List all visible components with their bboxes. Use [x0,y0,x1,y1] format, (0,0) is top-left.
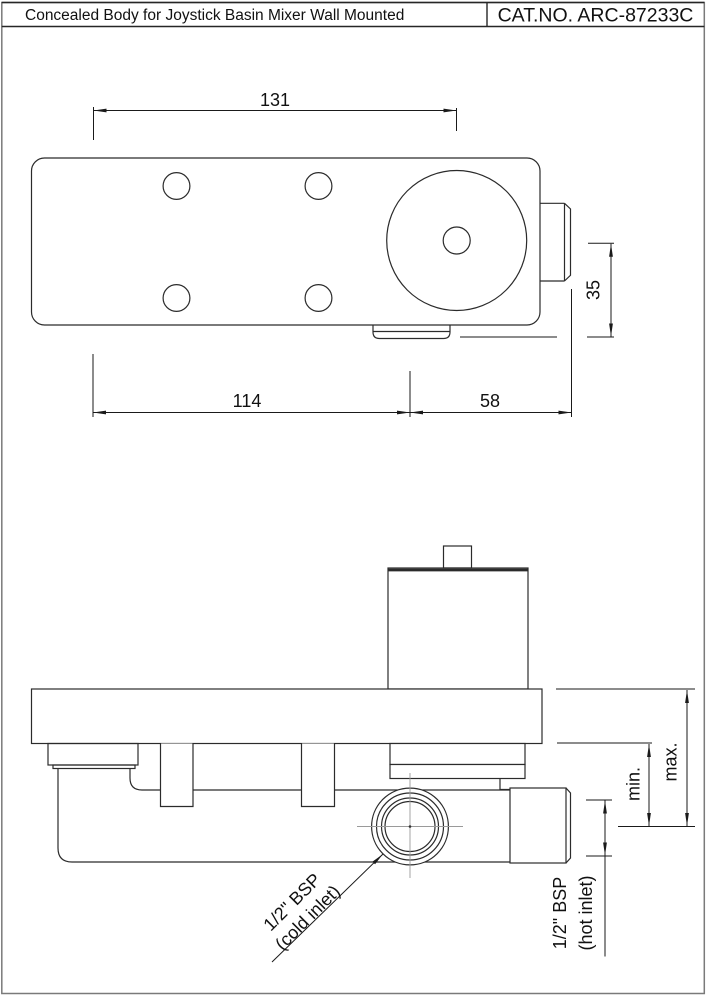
mounting-hole [304,284,333,313]
under-cartridge-band2 [389,763,526,780]
manifold-elbow [129,768,160,791]
manifold-left-bottom [57,768,510,863]
center-dot [408,825,412,828]
hot-inlet-boss [509,787,567,864]
cartridge-stem [442,545,473,569]
dim-text-max: max. [661,742,681,781]
drawing-title: Concealed Body for Joystick Basin Mixer … [25,7,404,24]
left-boss [47,742,139,766]
dim-text-58: 58 [480,391,500,411]
hot-inlet-label-line1: 1/2" BSP [550,877,570,949]
front-view-drawing [30,545,572,878]
mounting-hole [162,172,191,201]
dim-text-min: min. [624,767,644,801]
top-view-drawing [30,157,572,340]
cartridge-block [387,567,529,690]
bottom-tab [372,325,451,340]
mounting-hole [162,284,191,313]
top-view-dimensions: 131 114 58 35 [92,90,614,417]
hot-inlet-label-line2: (hot inlet) [576,875,596,950]
step-to-outlet [499,778,510,791]
under-cartridge-band1 [389,742,526,766]
dim-text-131: 131 [260,90,290,110]
body-outline [30,157,541,326]
dim-text-114: 114 [233,391,262,411]
cartridge-stem-circle [442,226,471,255]
cartridge-circle [386,169,528,312]
outlet-protrusion [540,202,572,282]
mounting-leg [300,743,336,808]
dim-text-35: 35 [584,280,604,300]
wall-plate [30,688,543,745]
mounting-leg [159,743,194,808]
hot-inlet-cap [565,787,572,864]
cold-inlet-leader [271,853,384,963]
mounting-hole [304,172,333,201]
catalog-number: CAT.NO. ARC-87233C [498,5,694,27]
left-boss-lip [52,764,136,770]
title-bar: Concealed Body for Joystick Basin Mixer … [1,1,705,28]
